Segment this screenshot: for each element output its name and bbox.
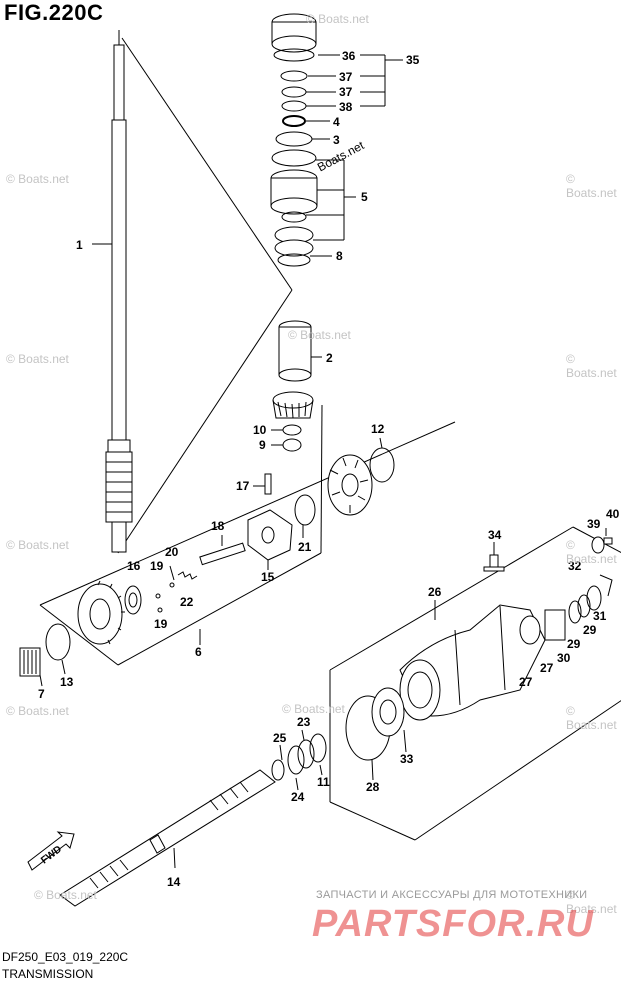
diagram-name: TRANSMISSION xyxy=(2,967,94,981)
watermark-boats: © Boats.net xyxy=(566,352,617,380)
diagram-code: DF250_E03_019_220C xyxy=(2,950,129,964)
callout-15: 15 xyxy=(261,570,275,584)
callout-21: 21 xyxy=(298,540,312,554)
callout-24: 24 xyxy=(291,790,305,804)
callout-37a: 37 xyxy=(339,70,353,84)
callout-22: 22 xyxy=(180,595,194,609)
callout-9: 9 xyxy=(259,438,266,452)
callout-11: 11 xyxy=(317,775,330,789)
shop-watermark-text: ЗАПЧАСТИ И АКСЕССУАРЫ ДЛЯ МОТОТЕХНИКИ xyxy=(316,889,588,901)
watermark-boats: © Boats.net xyxy=(288,328,351,342)
watermark-boats: © Boats.net xyxy=(6,538,69,552)
watermark-boats: © Boats.net xyxy=(6,704,69,718)
callout-19a: 19 xyxy=(150,559,164,573)
callout-35: 35 xyxy=(406,53,420,67)
callout-29a: 29 xyxy=(567,637,581,651)
callout-20: 20 xyxy=(165,545,179,559)
callout-10: 10 xyxy=(253,423,267,437)
callout-19b: 19 xyxy=(154,617,168,631)
callout-13: 13 xyxy=(60,675,74,689)
callout-3: 3 xyxy=(333,133,340,147)
callout-4: 4 xyxy=(333,115,340,129)
callout-25: 25 xyxy=(273,731,287,745)
callout-39: 39 xyxy=(587,517,601,531)
shop-watermark-logo: PARTSFOR.RU xyxy=(312,903,594,945)
watermark-boats: © Boats.net xyxy=(34,888,97,902)
callout-18: 18 xyxy=(211,519,225,533)
callout-30: 30 xyxy=(557,651,571,665)
callout-27a: 27 xyxy=(519,675,533,689)
callout-8: 8 xyxy=(336,249,343,263)
callout-7: 7 xyxy=(38,687,45,701)
callout-1: 1 xyxy=(76,238,83,252)
figure-title: FIG.220C xyxy=(4,0,104,25)
watermark-boats: © Boats.net xyxy=(566,538,617,566)
callout-6: 6 xyxy=(195,645,202,659)
callout-28: 28 xyxy=(366,780,380,794)
callout-14: 14 xyxy=(167,875,181,889)
callout-5: 5 xyxy=(361,190,368,204)
callout-23: 23 xyxy=(297,715,311,729)
watermark-boats: © Boats.net xyxy=(566,172,617,200)
callout-16: 16 xyxy=(127,559,141,573)
callout-12: 12 xyxy=(371,422,385,436)
callout-37b: 37 xyxy=(339,85,353,99)
watermark-boats: © Boats.net xyxy=(306,12,369,26)
callout-2: 2 xyxy=(326,351,333,365)
watermark-boats: © Boats.net xyxy=(282,702,345,716)
callout-33: 33 xyxy=(400,752,414,766)
watermark-boats: © Boats.net xyxy=(566,888,617,916)
callout-27b: 27 xyxy=(540,661,554,675)
callout-26: 26 xyxy=(428,585,442,599)
callout-17: 17 xyxy=(236,479,250,493)
watermark-boats: © Boats.net xyxy=(6,352,69,366)
callout-40: 40 xyxy=(606,507,620,521)
callout-29b: 29 xyxy=(583,623,597,637)
callout-36: 36 xyxy=(342,49,356,63)
callout-32: 32 xyxy=(568,559,582,573)
callout-38: 38 xyxy=(339,100,353,114)
watermark-boats: © Boats.net xyxy=(566,704,617,732)
watermark-boats: © Boats.net xyxy=(6,172,69,186)
callout-34: 34 xyxy=(488,528,502,542)
callout-31: 31 xyxy=(593,609,607,623)
